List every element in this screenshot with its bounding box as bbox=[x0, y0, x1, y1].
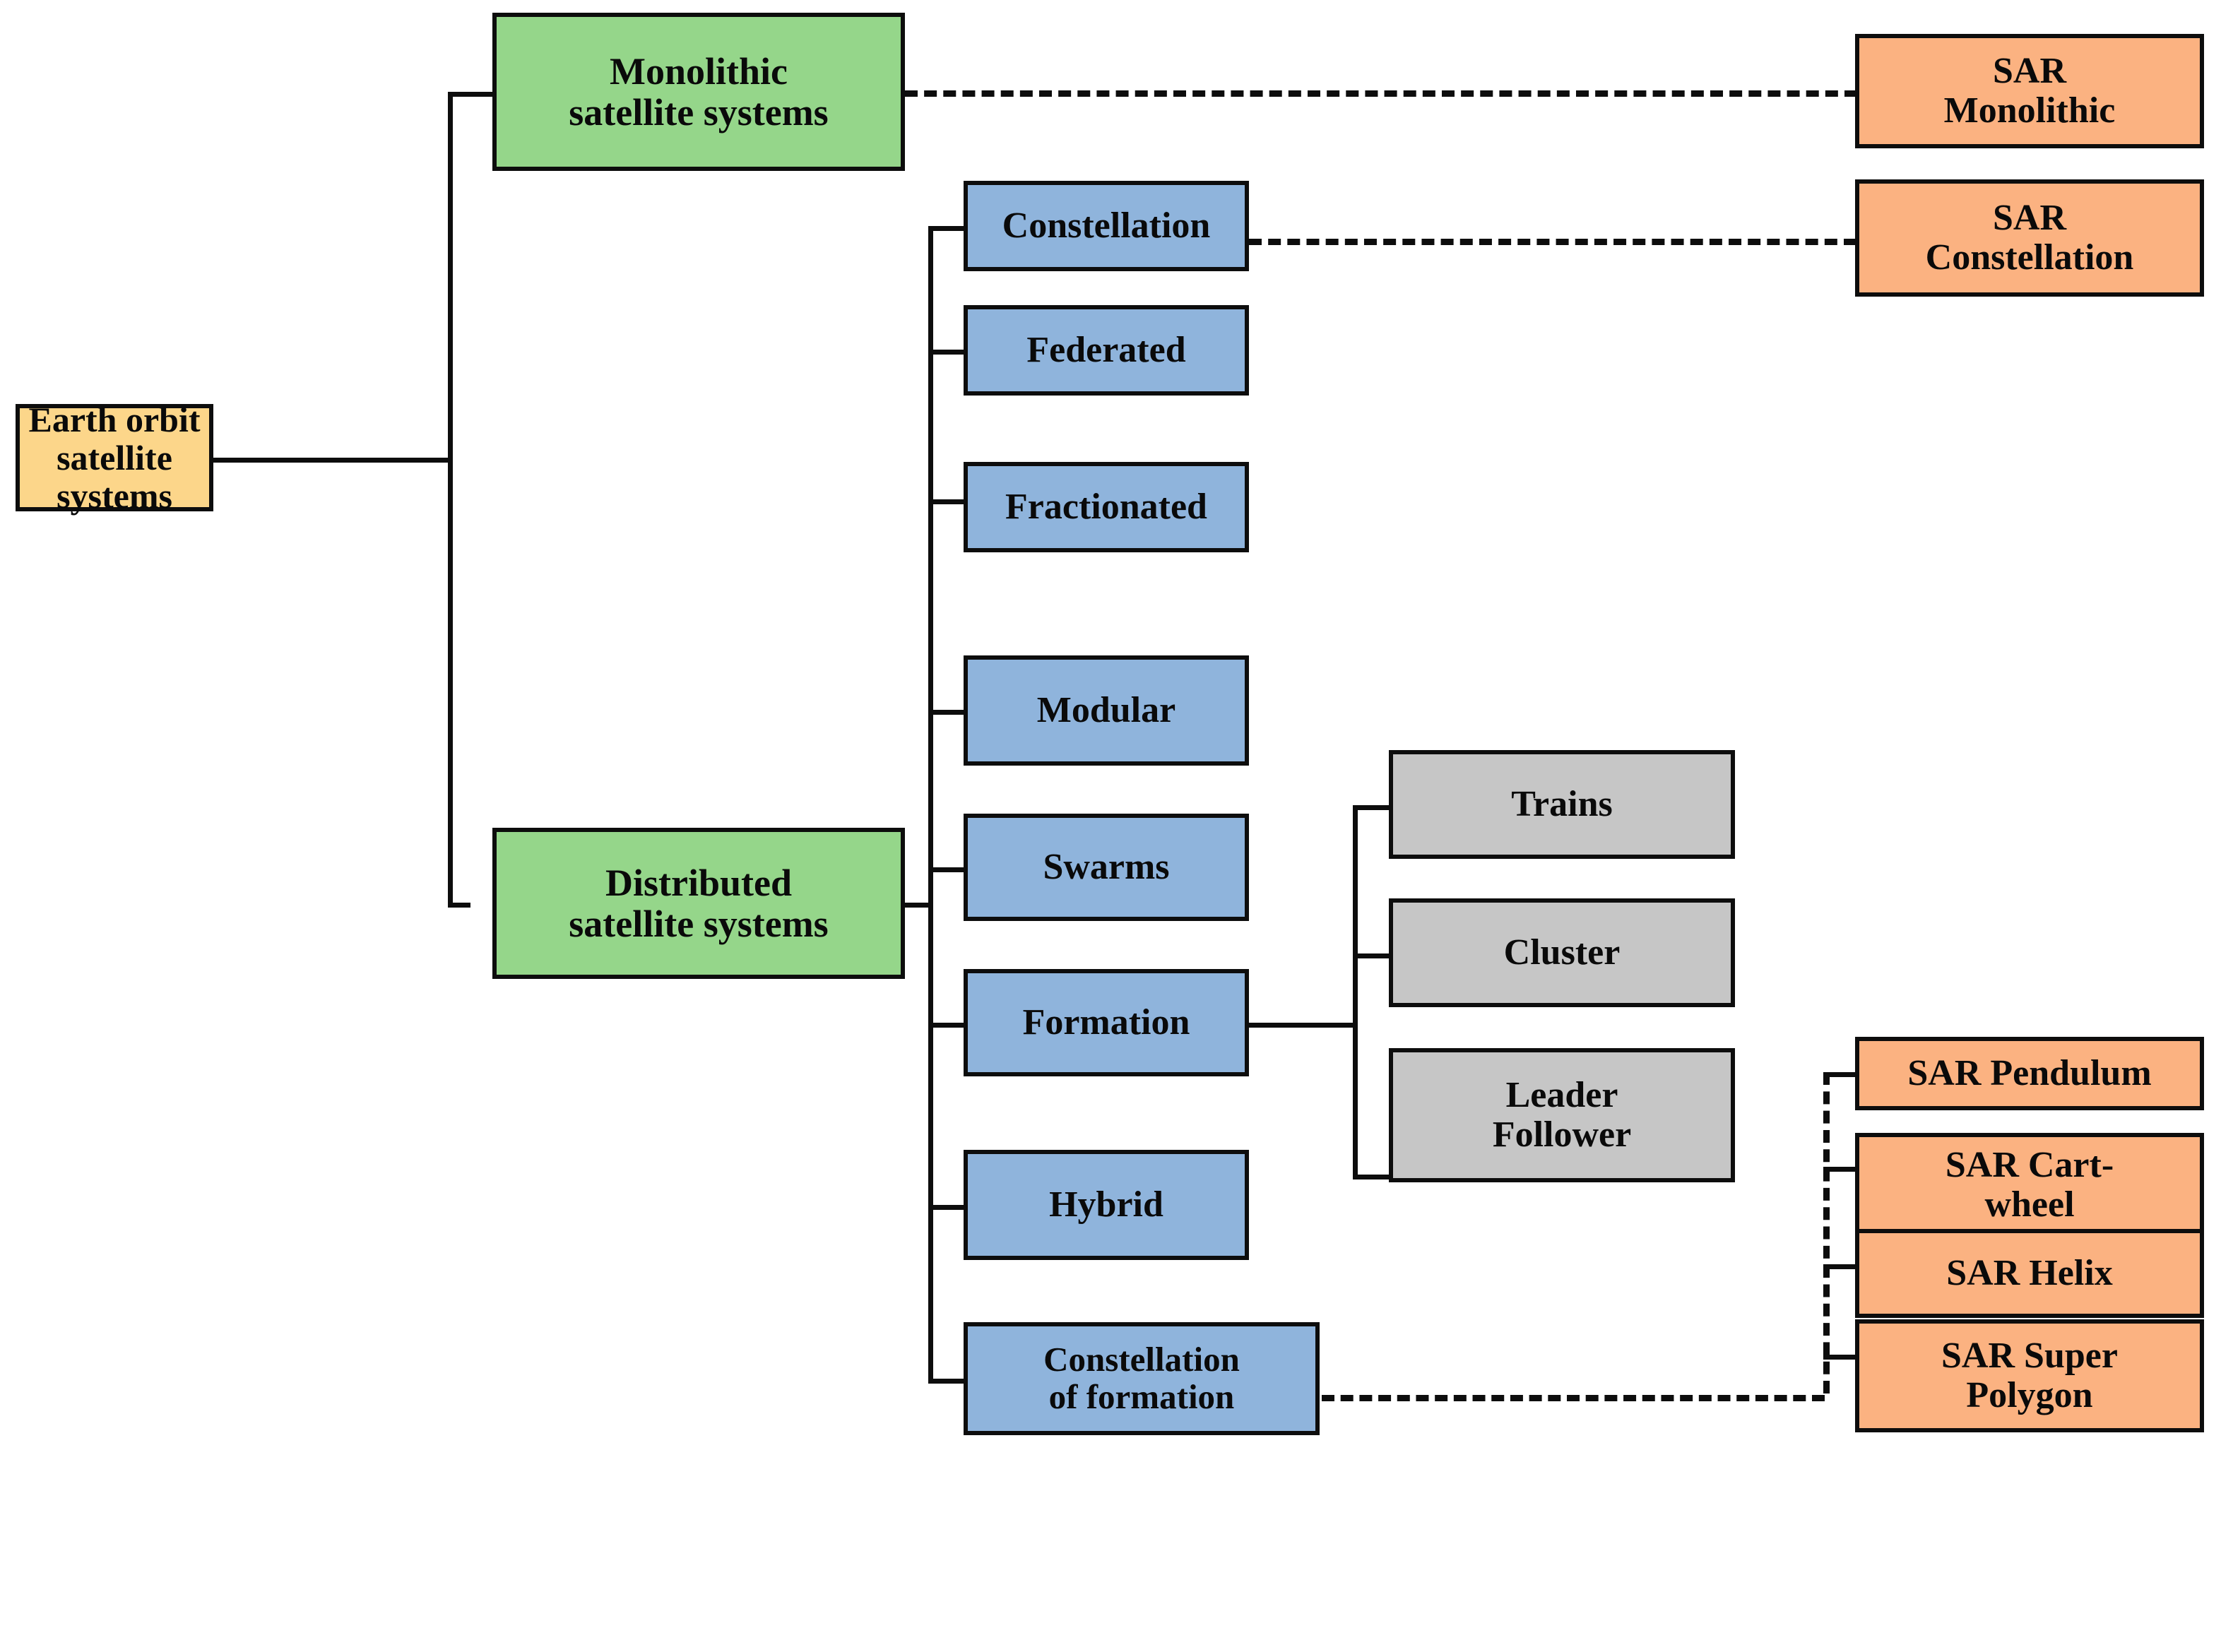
node-federated-label: Federated bbox=[1026, 329, 1186, 370]
node-constellation-of-formation-label: Constellation of formation bbox=[1043, 1340, 1240, 1416]
node-trains-label: Trains bbox=[1511, 783, 1613, 824]
node-sar-pendulum-label: SAR Pendulum bbox=[1907, 1052, 2152, 1093]
edge-to-hybrid bbox=[928, 1205, 964, 1210]
node-constellation-of-formation[interactable]: Constellation of formation bbox=[964, 1322, 1320, 1435]
node-monolithic[interactable]: Monolithic satellite systems bbox=[492, 13, 905, 171]
node-sar-constellation-label: SAR Constellation bbox=[1925, 197, 2134, 278]
node-sar-super-polygon-label: SAR Super Polygon bbox=[1941, 1335, 2118, 1415]
node-sar-cartwheel-label: SAR Cart- wheel bbox=[1945, 1144, 2114, 1225]
node-sar-helix[interactable]: SAR Helix bbox=[1855, 1229, 2204, 1318]
node-monolithic-label: Monolithic satellite systems bbox=[569, 49, 829, 133]
node-cluster[interactable]: Cluster bbox=[1389, 898, 1735, 1007]
node-sar-monolithic-label: SAR Monolithic bbox=[1943, 50, 2116, 131]
edge-dashed-sar-backbone bbox=[1823, 1072, 1830, 1393]
edge-root-distributed bbox=[448, 903, 470, 908]
edge-to-constellation bbox=[928, 226, 964, 231]
edge-to-leader-follower bbox=[1353, 1175, 1392, 1179]
edge-to-constellation-of-formation bbox=[928, 1379, 964, 1384]
node-modular[interactable]: Modular bbox=[964, 655, 1249, 766]
edge-to-trains bbox=[1353, 805, 1392, 810]
node-federated[interactable]: Federated bbox=[964, 305, 1249, 396]
edge-to-formation bbox=[928, 1023, 964, 1028]
node-distributed-label: Distributed satellite systems bbox=[569, 861, 829, 945]
node-hybrid[interactable]: Hybrid bbox=[964, 1150, 1249, 1260]
node-cluster-label: Cluster bbox=[1503, 932, 1621, 973]
edge-to-modular bbox=[928, 710, 964, 715]
node-hybrid-label: Hybrid bbox=[1049, 1184, 1163, 1225]
node-constellation[interactable]: Constellation bbox=[964, 181, 1249, 271]
edge-to-fractionated bbox=[928, 499, 964, 504]
edge-formation-stub bbox=[1247, 1023, 1356, 1028]
node-sar-helix-label: SAR Helix bbox=[1946, 1252, 2113, 1293]
node-root-label: Earth orbit satellite systems bbox=[28, 400, 201, 516]
edge-to-cluster bbox=[1353, 953, 1392, 958]
node-fractionated[interactable]: Fractionated bbox=[964, 462, 1249, 552]
edge-dashed-monolithic-sar bbox=[905, 90, 1857, 97]
edge-distributed-stub bbox=[905, 903, 933, 908]
edge-to-sar-helix bbox=[1823, 1264, 1859, 1269]
edge-dashed-constformation-sar bbox=[1322, 1395, 1825, 1401]
edge-to-sar-cartwheel bbox=[1823, 1167, 1859, 1172]
edge-root-backbone bbox=[448, 92, 453, 905]
edge-to-sar-pendulum bbox=[1823, 1072, 1859, 1077]
edge-root-monolithic bbox=[448, 92, 494, 97]
edge-to-swarms bbox=[928, 867, 964, 872]
node-fractionated-label: Fractionated bbox=[1005, 486, 1207, 527]
node-distributed[interactable]: Distributed satellite systems bbox=[492, 828, 905, 979]
node-leader-follower-label: Leader Follower bbox=[1492, 1074, 1632, 1155]
edge-to-sar-super-polygon bbox=[1823, 1355, 1859, 1360]
node-trains[interactable]: Trains bbox=[1389, 750, 1735, 859]
node-sar-pendulum[interactable]: SAR Pendulum bbox=[1855, 1037, 2204, 1110]
node-root[interactable]: Earth orbit satellite systems bbox=[16, 400, 213, 515]
node-sar-super-polygon[interactable]: SAR Super Polygon bbox=[1855, 1319, 2204, 1432]
edge-to-federated bbox=[928, 350, 964, 355]
node-sar-constellation[interactable]: SAR Constellation bbox=[1855, 179, 2204, 297]
edge-distributed-backbone bbox=[928, 226, 933, 1379]
edge-dashed-constellation-sar bbox=[1249, 239, 1856, 245]
node-swarms-label: Swarms bbox=[1043, 846, 1170, 887]
node-formation-label: Formation bbox=[1022, 1002, 1190, 1042]
node-constellation-label: Constellation bbox=[1002, 205, 1211, 246]
node-formation[interactable]: Formation bbox=[964, 969, 1249, 1076]
edge-gray-backbone bbox=[1353, 805, 1358, 1179]
edge-root-stub bbox=[209, 458, 453, 463]
node-leader-follower[interactable]: Leader Follower bbox=[1389, 1048, 1735, 1182]
node-sar-monolithic[interactable]: SAR Monolithic bbox=[1855, 34, 2204, 148]
node-swarms[interactable]: Swarms bbox=[964, 814, 1249, 921]
node-sar-cartwheel[interactable]: SAR Cart- wheel bbox=[1855, 1133, 2204, 1237]
node-modular-label: Modular bbox=[1036, 689, 1176, 730]
